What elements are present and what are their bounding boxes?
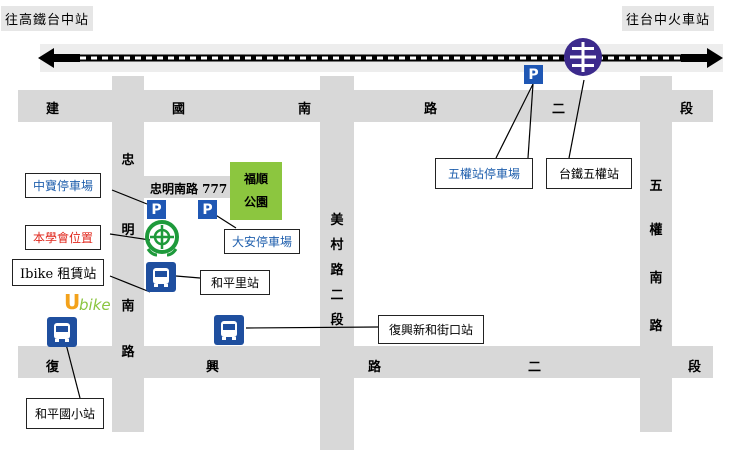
meicun-road-char: 美 — [330, 213, 344, 228]
zhongming-road-char: 忠 — [121, 153, 135, 168]
wuquan-road-char: 南 — [649, 271, 663, 286]
fushun-park: 福順 公園 — [230, 162, 282, 220]
jianguo-road-char: 路 — [424, 102, 438, 117]
bus-stop-icon — [214, 315, 244, 345]
bus-stop-icon — [47, 317, 77, 347]
zhongbao-parking-callout: 中寶停車場 — [25, 173, 102, 198]
park-name-line2: 公園 — [243, 195, 268, 209]
fuxing-xinhe-stop-callout: 復興新和街口站 — [378, 315, 485, 344]
lane-777-label: 忠明南路 777 巷 — [150, 182, 244, 196]
fuxing-road-char: 路 — [368, 360, 382, 375]
jianguo-road-char: 段 — [680, 102, 694, 117]
fuxing-road — [18, 346, 713, 378]
meicun-road-char: 二 — [330, 288, 344, 303]
zhongming-road-char: 南 — [121, 299, 135, 314]
fuxing-road-char: 復 — [46, 360, 60, 375]
heping-school-stop-callout: 和平國小站 — [26, 398, 105, 429]
lane-777 — [144, 176, 230, 198]
heping-li-stop-callout: 和平里站 — [200, 270, 271, 295]
wuquan-road-char: 權 — [649, 223, 663, 238]
bus-stop-icon — [146, 262, 176, 292]
jianguo-road-char: 二 — [552, 102, 566, 117]
meicun-road-char: 段 — [330, 313, 344, 328]
association-location-callout: 本學會位置 — [25, 225, 102, 250]
jianguo-road-char: 建 — [46, 102, 60, 117]
fuxing-road-char: 段 — [688, 360, 702, 375]
direction-left-label: 往高鐵台中站 — [1, 6, 94, 31]
tra-logo-icon — [564, 38, 602, 76]
daan-parking-callout: 大安停車場 — [224, 229, 301, 254]
wuquan-parking-callout: 五權站停車場 — [435, 158, 534, 189]
meicun-road — [320, 76, 354, 450]
parking-icon: P — [198, 200, 217, 219]
association-logo-icon — [145, 220, 179, 257]
wuquan-road-char: 五 — [649, 179, 663, 194]
zhongming-road-char: 明 — [121, 223, 135, 238]
jianguo-road-char: 南 — [298, 102, 312, 117]
parking-icon: P — [147, 200, 166, 219]
zhongming-road-char: 路 — [121, 345, 135, 360]
jianguo-road-char: 國 — [172, 102, 186, 117]
ibike-logo-text: bike — [79, 296, 111, 314]
parking-icon: P — [524, 65, 543, 84]
ibike-station-callout: Ibike 租賃站 — [12, 259, 105, 286]
tra-wuquan-station-callout: 台鐵五權站 — [546, 158, 633, 189]
meicun-road-char: 村 — [330, 238, 344, 253]
direction-right-label: 往台中火車站 — [622, 6, 715, 31]
fuxing-road-char: 二 — [528, 360, 542, 375]
park-name-line1: 福順 — [243, 172, 268, 186]
wuquan-road-char: 路 — [649, 319, 663, 334]
jianguo-road — [18, 90, 713, 122]
fuxing-road-char: 興 — [206, 360, 220, 375]
ibike-logo-icon: U bike — [64, 290, 111, 314]
meicun-road-char: 路 — [330, 263, 344, 278]
